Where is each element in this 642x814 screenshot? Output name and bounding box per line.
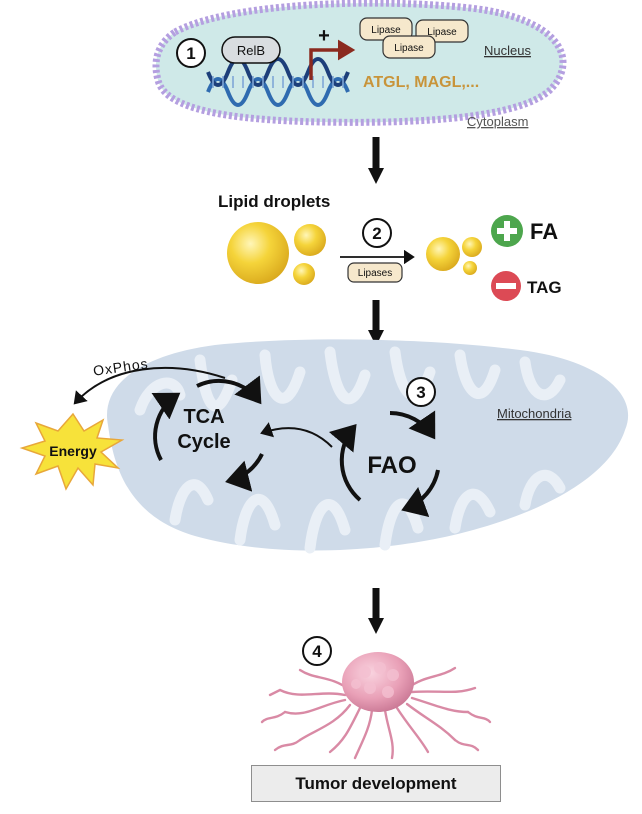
transcription-arrow: + (309, 25, 356, 80)
svg-text:+: + (318, 25, 330, 47)
svg-text:RelB: RelB (237, 43, 265, 58)
svg-text:4: 4 (312, 642, 322, 661)
svg-text:FAO: FAO (367, 452, 416, 479)
svg-text:TCA: TCA (183, 406, 224, 428)
step-3-marker: 3 (406, 377, 436, 407)
svg-text:2: 2 (372, 224, 381, 243)
svg-text:Cycle: Cycle (177, 431, 230, 453)
tumor-icon (260, 652, 492, 760)
svg-text:Lipase: Lipase (371, 25, 401, 36)
flow-arrow (368, 300, 384, 346)
lipase-chip: Lipase (382, 35, 436, 59)
nucleus (152, 0, 567, 126)
cytoplasm-label: Cytoplasm (467, 114, 528, 129)
fa-label: FA (530, 219, 558, 244)
tca-cycle: TCA Cycle (151, 375, 264, 492)
step-1-marker: 1 (176, 38, 206, 68)
lipid-droplets-title: Lipid droplets (218, 192, 330, 211)
oxphos-label: OxPhos (92, 355, 149, 379)
gene-list: ATGL, MAGL,... (363, 74, 479, 91)
lipid-droplets (227, 222, 482, 285)
dna-helix-icon (206, 57, 350, 107)
nucleus-membrane (152, 0, 567, 126)
fao-to-tca-arrow (260, 422, 333, 448)
flow-arrow (368, 137, 384, 184)
svg-text:Lipases: Lipases (358, 268, 392, 279)
svg-text:1: 1 (186, 44, 195, 63)
svg-text:3: 3 (416, 383, 425, 402)
lipases-chip: Lipases (347, 262, 403, 283)
plus-circle-icon (491, 215, 523, 247)
tumor-development-label: Tumor development (295, 773, 457, 793)
energy-burst-icon: Energy (19, 412, 125, 491)
svg-text:Energy: Energy (49, 443, 97, 459)
fao-cycle: FAO (328, 410, 440, 518)
svg-text:Lipase: Lipase (394, 43, 424, 54)
tag-label: TAG (527, 278, 562, 297)
step-4-marker: 4 (302, 636, 332, 666)
mitochondria-label: Mitochondria (497, 406, 572, 421)
nucleus-label: Nucleus (484, 43, 531, 58)
minus-circle-icon (491, 271, 521, 301)
flow-arrow (368, 588, 384, 634)
svg-text:Lipase: Lipase (427, 27, 457, 38)
relb-factor: RelB (221, 36, 281, 64)
step-2-marker: 2 (362, 218, 392, 248)
tumor-development-box: Tumor development (251, 765, 501, 802)
oxphos-arrow (73, 366, 226, 405)
